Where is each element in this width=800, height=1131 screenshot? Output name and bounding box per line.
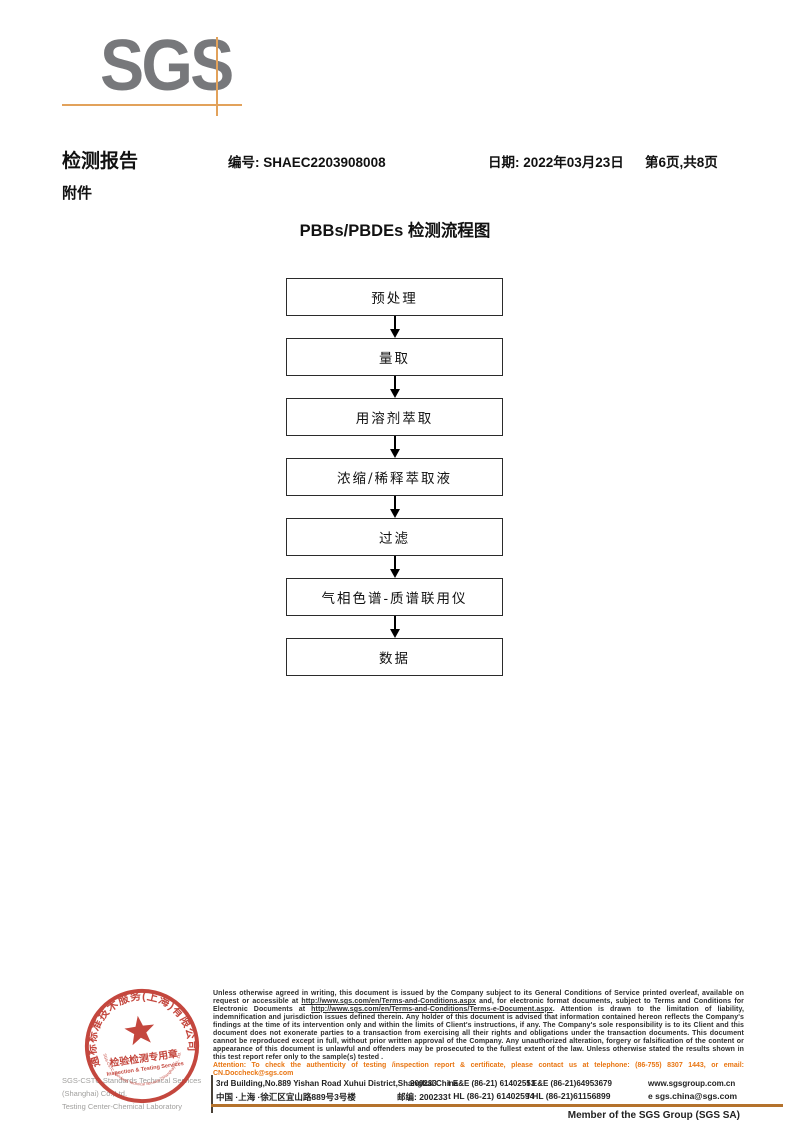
report-title: 检测报告: [62, 151, 139, 172]
flow-step-box: 过滤: [286, 518, 503, 556]
fax-hl: f HL (86-21)61156899: [527, 1091, 611, 1101]
flow-arrow-down-icon: [389, 436, 400, 458]
flow-arrow-down-icon: [389, 556, 400, 578]
report-date: 日期: 2022年03月23日: [488, 155, 624, 170]
page-indicator: 第6页,共8页: [645, 155, 718, 170]
footer-vertical-rule: [211, 1075, 213, 1113]
flow-step-box: 数据: [286, 638, 503, 676]
address-en: 3rd Building,No.889 Yishan Road Xuhui Di…: [216, 1079, 459, 1088]
terms-disclaimer: Unless otherwise agreed in writing, this…: [213, 990, 744, 1061]
terms-url: http://www.sgs.com/en/Terms-and-Conditio…: [301, 997, 477, 1005]
flow-arrow-down-icon: [389, 316, 400, 338]
flow-arrow-down-icon: [389, 376, 400, 398]
stamp-ring: [84, 988, 200, 1104]
flow-step-box: 预处理: [286, 278, 503, 316]
terms-url: http://www.sgs.com/en/Terms-and-Conditio…: [311, 1005, 553, 1013]
flowchart-title: PBBs/PBDEs 检测流程图: [299, 222, 491, 240]
website: www.sgsgroup.com.cn: [648, 1079, 736, 1088]
flow-step-box: 用溶剂萃取: [286, 398, 503, 436]
logo-horizontal-line: [62, 104, 242, 106]
sgs-logo: SGS: [100, 26, 234, 106]
company-name-gray: SGS-CSTC Standards Technical Services (S…: [62, 1074, 232, 1113]
logo-vertical-line: [216, 37, 218, 116]
company-name-line2: Testing Center-Chemical Laboratory: [62, 1102, 183, 1111]
address-cn: 中国 ·上海 ·徐汇区宜山路889号3号楼: [216, 1092, 356, 1102]
attention-notice: Attention: To check the authenticity of …: [213, 1062, 744, 1077]
attachment-label: 附件: [62, 185, 93, 202]
footer-horizontal-rule: [211, 1104, 783, 1107]
tel-ee: t E&E (86-21) 61402553: [448, 1079, 536, 1088]
fax-ee: f E&E (86-21)64953679: [527, 1079, 612, 1088]
email: e sgs.china@sgs.com: [648, 1091, 738, 1101]
flow-arrow-down-icon: [389, 496, 400, 518]
report-number: 编号: SHAEC2203908008: [228, 155, 386, 170]
flowchart: 预处理量取用溶剂萃取浓缩/稀释萃取液过滤气相色谱-质谱联用仪数据: [286, 278, 503, 676]
flow-step-box: 量取: [286, 338, 503, 376]
zip-en: 200233: [410, 1079, 437, 1088]
flow-arrow-down-icon: [389, 616, 400, 638]
tel-hl: t HL (86-21) 61402594: [448, 1091, 535, 1101]
stamp-star-icon: [124, 1015, 155, 1046]
inspection-testing-stamp: 通标标准技术服务(上海)有限公司 检验检测专用章 Inspection & Te…: [77, 981, 200, 1104]
flow-step-box: 气相色谱-质谱联用仪: [286, 578, 503, 616]
flow-step-box: 浓缩/稀释萃取液: [286, 458, 503, 496]
sgs-group-member-label: Member of the SGS Group (SGS SA): [567, 1110, 740, 1121]
company-name-line1: SGS-CSTC Standards Technical Services (S…: [62, 1076, 202, 1098]
zip-cn: 邮编: 200233: [397, 1092, 448, 1102]
